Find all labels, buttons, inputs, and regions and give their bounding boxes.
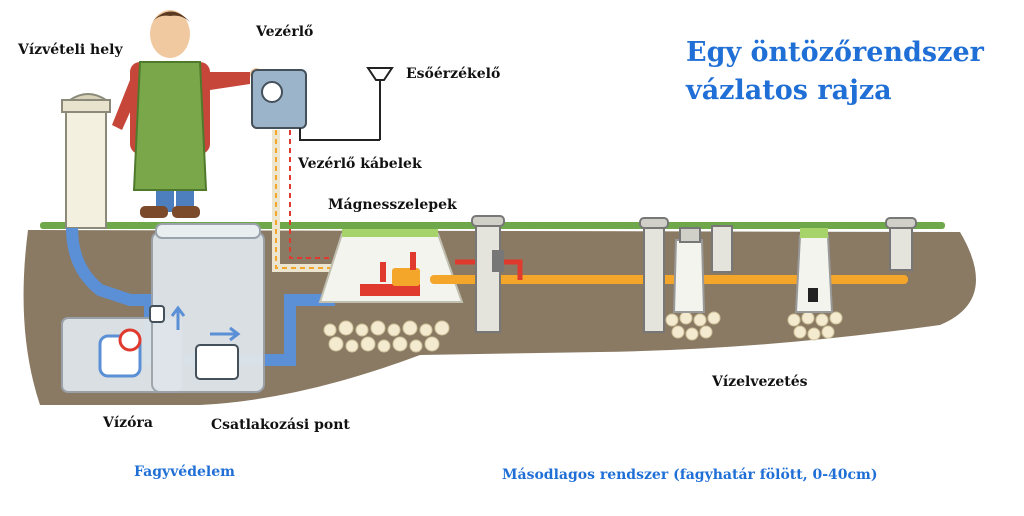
controller-box (251, 69, 307, 129)
title-line-1: Egy öntözőrendszer (686, 37, 984, 68)
label-solenoid-valves: Mágnesszelepek (328, 197, 457, 213)
person-figure (112, 10, 262, 218)
diagram-title: Egy öntözőrendszer vázlatos rajza (686, 34, 984, 110)
gravel-bed-1 (665, 311, 721, 341)
label-secondary-system: Másodlagos rendszer (fagyhatár fölött, 0… (502, 467, 878, 483)
label-controller-cables: Vezérlő kábelek (298, 156, 422, 172)
water-source-post (61, 93, 111, 229)
solenoid-valve-box (318, 229, 464, 303)
label-rain-sensor: Esőérzékelő (406, 66, 501, 82)
sprinkler-3 (672, 225, 733, 313)
sprinkler-5 (885, 217, 917, 271)
secondary-pipe (430, 275, 908, 284)
label-frost-protection: Fagyvédelem (134, 464, 235, 480)
sprinkler-4 (794, 228, 834, 313)
label-connection-point: Csatlakozási pont (211, 417, 350, 433)
rain-sensor (299, 67, 394, 141)
sprinkler-1 (471, 215, 505, 333)
title-line-2: vázlatos rajza (686, 75, 892, 106)
gravel-bed-valves (323, 320, 450, 353)
connection-pit (149, 223, 265, 393)
label-water-meter: Vízóra (103, 415, 153, 431)
sprinkler-2 (639, 217, 669, 333)
label-controller: Vezérlő (256, 24, 314, 40)
label-water-source: Vízvételi hely (18, 42, 123, 58)
gravel-bed-2 (787, 311, 843, 341)
label-drainage: Vízelvezetés (712, 374, 808, 390)
